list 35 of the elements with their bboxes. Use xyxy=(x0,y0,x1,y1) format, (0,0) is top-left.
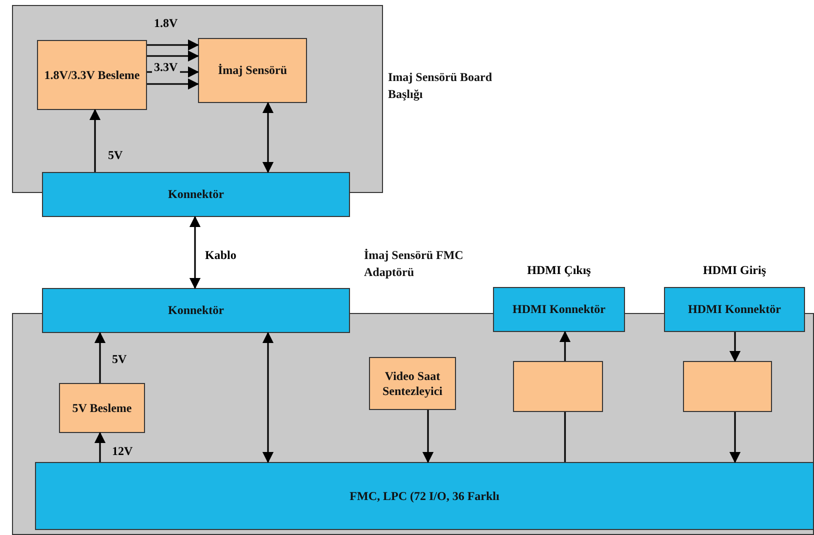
box-caption: HDMI Çıkış xyxy=(526,262,592,279)
connector-line xyxy=(564,412,566,462)
connector-bar: HDMI Konnektör xyxy=(664,287,805,332)
arrow xyxy=(189,216,201,290)
component-box: İmaj Sensörü xyxy=(198,38,307,103)
connector-bar: FMC, LPC (72 I/O, 36 Farklı xyxy=(35,462,814,530)
arrow xyxy=(147,39,200,51)
connector-bar: Konnektör xyxy=(42,288,350,333)
edge-label: Kablo xyxy=(203,248,238,262)
arrow xyxy=(729,332,741,362)
panel-heading: Imaj Sensörü Board Başlığı xyxy=(388,69,492,103)
edge-label: 12V xyxy=(110,444,135,458)
panel-heading: İmaj Sensörü FMC Adaptörü xyxy=(364,247,464,281)
arrow xyxy=(729,412,741,464)
component-box xyxy=(513,361,603,412)
edge-label: 5V xyxy=(110,352,129,366)
arrow xyxy=(147,50,200,62)
arrow xyxy=(94,432,106,462)
component-box: 1.8V/3.3V Besleme xyxy=(37,40,147,110)
connector-bar: HDMI Konnektör xyxy=(493,287,625,332)
connector-bar: Konnektör xyxy=(42,172,350,217)
edge-label: 1.8V xyxy=(152,16,180,30)
component-box: 5V Besleme xyxy=(59,383,145,433)
arrow xyxy=(262,102,274,174)
edge-label: 5V xyxy=(106,148,125,162)
edge-label: 3.3V xyxy=(152,60,180,74)
arrow xyxy=(422,410,434,464)
arrow xyxy=(262,332,274,464)
arrow xyxy=(89,108,101,172)
arrow xyxy=(147,78,200,90)
box-caption: HDMI Giriş xyxy=(702,262,767,279)
component-box xyxy=(683,361,772,412)
component-box: Video Saat Sentezleyici xyxy=(369,357,456,410)
arrow xyxy=(94,332,106,383)
arrow xyxy=(559,330,571,361)
